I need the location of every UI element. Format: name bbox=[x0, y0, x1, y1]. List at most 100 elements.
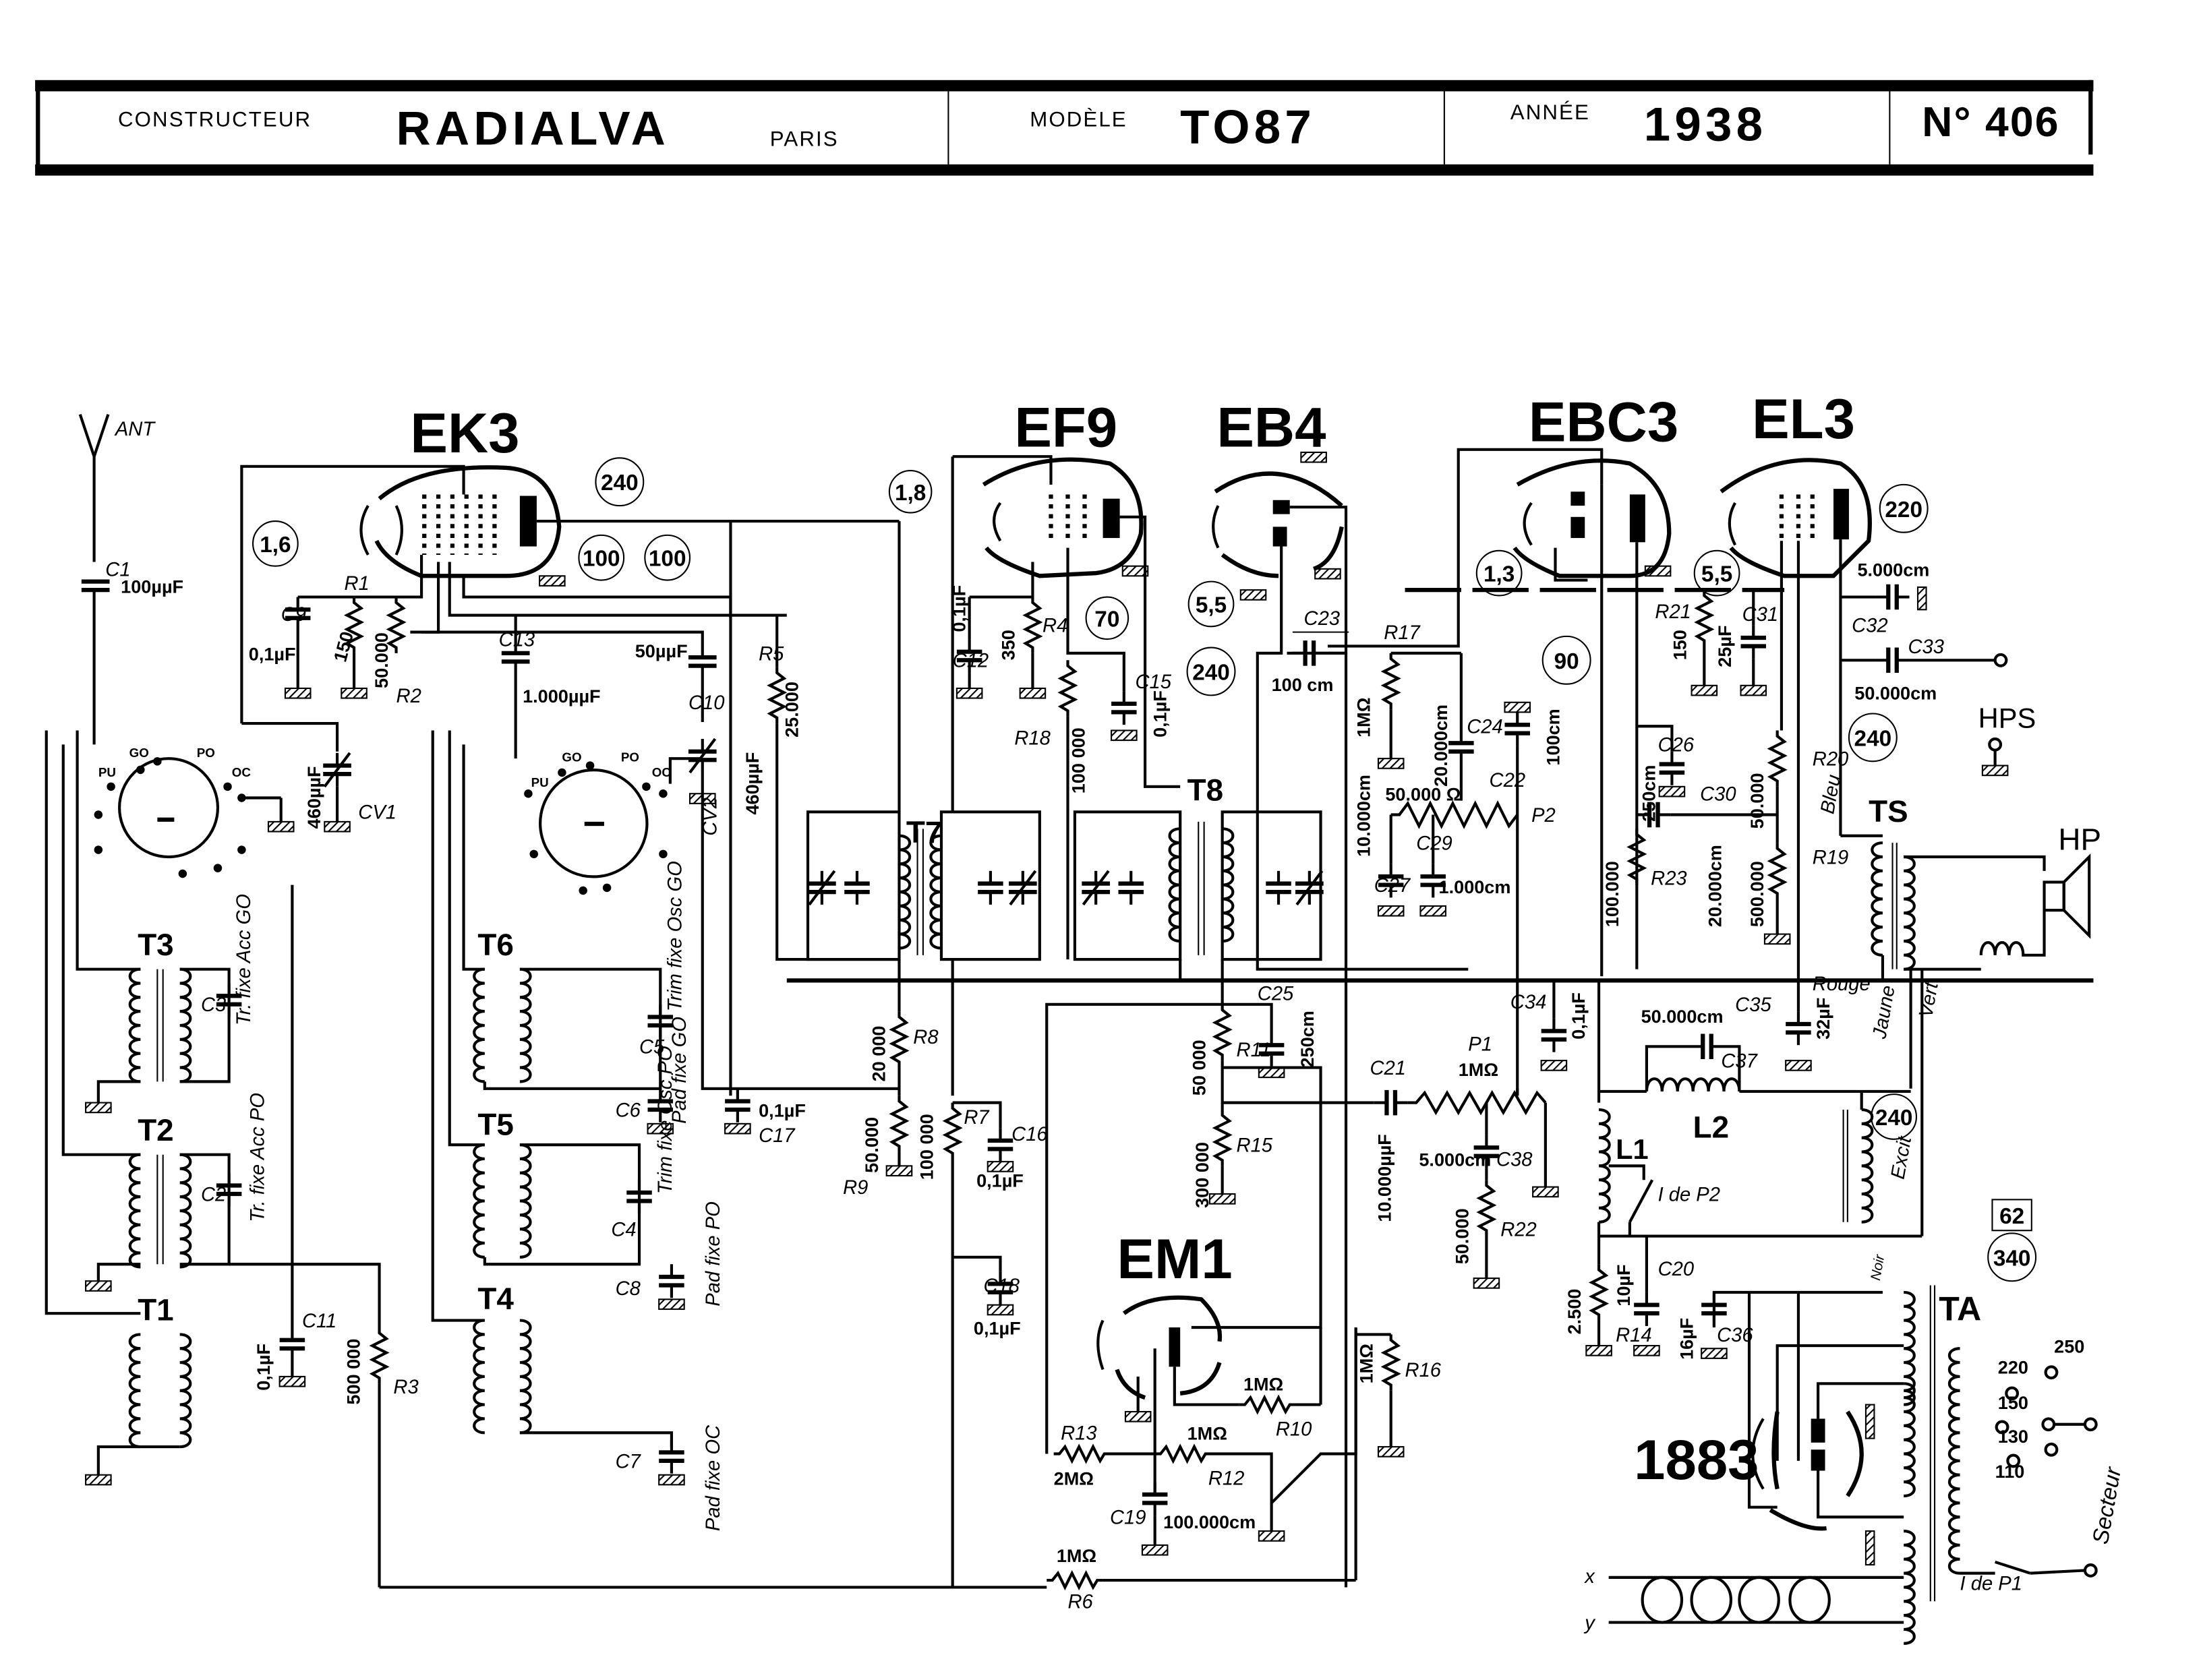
svg-text:T7: T7 bbox=[906, 815, 942, 849]
svg-text:32µF: 32µF bbox=[1813, 998, 1833, 1040]
svg-text:R3: R3 bbox=[393, 1377, 418, 1398]
svg-text:PU: PU bbox=[531, 775, 549, 789]
svg-text:100 cm: 100 cm bbox=[1272, 674, 1334, 695]
voltage-ek3-plate: 240 bbox=[595, 457, 645, 507]
coil-t1: T1 bbox=[45, 730, 191, 1486]
capacitor-c27: C27 10.000cm bbox=[1353, 775, 1411, 917]
antenna-label: ANT bbox=[114, 419, 156, 440]
svg-text:C23: C23 bbox=[1304, 608, 1341, 630]
svg-text:20.000cm: 20.000cm bbox=[1704, 845, 1725, 927]
svg-text:R16: R16 bbox=[1405, 1360, 1442, 1381]
svg-text:L1: L1 bbox=[1616, 1133, 1649, 1165]
antenna: ANT bbox=[78, 414, 156, 562]
capacitor-c26: C26 250cm bbox=[1637, 725, 1695, 822]
switch-i-de-p1[interactable]: I de P1 bbox=[1960, 1560, 2086, 1595]
voltage-el3-plate: 220 bbox=[1879, 483, 1929, 533]
resistor-r6: 1MΩ R6 bbox=[1047, 1327, 1357, 1613]
svg-text:5,5: 5,5 bbox=[1701, 562, 1732, 587]
waveband-switch-2[interactable]: PU GO PO OC bbox=[524, 750, 671, 895]
voltage-ta-hv: 340 bbox=[1987, 1232, 2037, 1282]
tube-el3 bbox=[1720, 458, 1872, 981]
resistor-r12: 1MΩ R12 bbox=[1155, 1423, 1285, 1542]
capacitor-c13: C13 1.000µµF bbox=[499, 615, 601, 759]
modele-label: MODÈLE bbox=[1030, 108, 1127, 131]
svg-text:5.000cm: 5.000cm bbox=[1857, 559, 1929, 580]
capacitor-c35: C35 32µF bbox=[1735, 980, 1833, 1071]
svg-text:R20: R20 bbox=[1813, 749, 1849, 771]
voltage-ebc3-plate: 90 bbox=[1541, 635, 1591, 685]
capacitor-c24: C24 20.000cm bbox=[1430, 653, 1503, 801]
variable-capacitor-cv1[interactable]: CV1 460µµF bbox=[303, 753, 396, 833]
mains-selector-secteur[interactable]: Secteur bbox=[2088, 1464, 2127, 1546]
svg-text:0,1µF: 0,1µF bbox=[249, 643, 296, 664]
capacitor-c10: 50µµF C10 bbox=[421, 630, 724, 722]
svg-text:C15: C15 bbox=[1136, 671, 1172, 693]
svg-text:C3: C3 bbox=[201, 994, 226, 1016]
svg-text:C26: C26 bbox=[1658, 735, 1695, 756]
svg-text:C1: C1 bbox=[105, 559, 130, 580]
waveband-switch-1[interactable]: PU GO PO OC bbox=[94, 746, 295, 878]
capacitor-c29: C29 1.000cm bbox=[1416, 814, 1510, 917]
svg-text:0,1µF: 0,1µF bbox=[974, 1317, 1021, 1338]
svg-text:GO: GO bbox=[562, 750, 581, 764]
svg-text:Pad fixe PO: Pad fixe PO bbox=[703, 1201, 724, 1307]
svg-text:C32: C32 bbox=[1852, 616, 1888, 637]
capacitor-c15: C15 0,1µF bbox=[1111, 671, 1172, 742]
svg-text:R4: R4 bbox=[1042, 616, 1067, 637]
variable-capacitor-cv2[interactable]: CV2 bbox=[688, 739, 722, 836]
svg-text:P1: P1 bbox=[1468, 1034, 1492, 1056]
svg-text:CV1: CV1 bbox=[358, 802, 396, 824]
svg-text:R13: R13 bbox=[1061, 1423, 1097, 1445]
voltage-ek3-screen-a: 100 bbox=[578, 534, 625, 581]
svg-text:C22: C22 bbox=[1490, 770, 1526, 791]
capacitor-c36: C36 16µF bbox=[1676, 1292, 1883, 1360]
svg-text:500 000: 500 000 bbox=[343, 1339, 363, 1405]
tube-ebc3 bbox=[1512, 458, 1672, 977]
switch-i-de-p2[interactable]: I de P2 bbox=[1608, 1164, 1720, 1236]
svg-text:100: 100 bbox=[583, 547, 620, 572]
svg-text:240: 240 bbox=[1875, 1106, 1913, 1131]
potentiometer-p2[interactable]: 50.000 Ω P2 bbox=[1385, 784, 1556, 1096]
svg-text:C12: C12 bbox=[953, 651, 989, 672]
resistor-r1: R1 150 bbox=[329, 573, 370, 699]
svg-text:50.000: 50.000 bbox=[1451, 1208, 1472, 1264]
svg-text:90: 90 bbox=[1554, 649, 1579, 674]
svg-text:100cm: 100cm bbox=[1543, 709, 1564, 765]
svg-text:C8: C8 bbox=[616, 1278, 641, 1300]
voltage-ek3-cathode: 1,6 bbox=[252, 520, 299, 567]
svg-text:1,6: 1,6 bbox=[260, 533, 291, 558]
svg-text:R9: R9 bbox=[843, 1177, 868, 1199]
svg-text:GO: GO bbox=[129, 746, 149, 760]
svg-text:T5: T5 bbox=[477, 1108, 513, 1142]
svg-text:1.000µµF: 1.000µµF bbox=[523, 686, 601, 707]
svg-text:250: 250 bbox=[2054, 1336, 2084, 1356]
potentiometer-p1[interactable]: P1 1MΩ bbox=[1407, 1034, 1559, 1198]
svg-text:2.500: 2.500 bbox=[1564, 1289, 1585, 1335]
svg-text:R19: R19 bbox=[1813, 847, 1849, 868]
svg-text:100.000: 100.000 bbox=[1602, 861, 1622, 927]
svg-text:y: y bbox=[1583, 1613, 1596, 1634]
svg-text:220: 220 bbox=[1885, 498, 1922, 522]
svg-text:C36: C36 bbox=[1717, 1325, 1753, 1346]
svg-text:5,5: 5,5 bbox=[1196, 593, 1227, 618]
svg-text:C34: C34 bbox=[1510, 992, 1547, 1013]
svg-text:50µµF: 50µµF bbox=[635, 640, 688, 661]
coil-t2: T2 C2 Tr. fixe Acc PO bbox=[61, 744, 269, 1292]
svg-text:R7: R7 bbox=[964, 1107, 990, 1129]
svg-text:150: 150 bbox=[1998, 1392, 2028, 1413]
svg-text:HP: HP bbox=[2058, 822, 2101, 857]
tube-label-el3: EL3 bbox=[1752, 388, 1855, 450]
svg-text:x: x bbox=[1583, 1566, 1595, 1588]
svg-text:1MΩ: 1MΩ bbox=[1243, 1374, 1283, 1395]
svg-text:Trim fixe Osc GO: Trim fixe Osc GO bbox=[665, 861, 686, 1011]
svg-text:300 000: 300 000 bbox=[1192, 1142, 1212, 1208]
voltage-ef9-screen: 70 bbox=[1085, 596, 1129, 640]
svg-text:T6: T6 bbox=[477, 928, 513, 962]
hps-terminal[interactable]: HPS bbox=[1978, 702, 2036, 777]
tube-eb4 bbox=[1212, 451, 1469, 971]
svg-text:R1: R1 bbox=[344, 573, 369, 595]
resistor-r17: R17 1MΩ bbox=[1353, 622, 1461, 769]
svg-text:I de P1: I de P1 bbox=[1960, 1573, 2022, 1595]
tube-label-1883: 1883 bbox=[1634, 1429, 1759, 1491]
